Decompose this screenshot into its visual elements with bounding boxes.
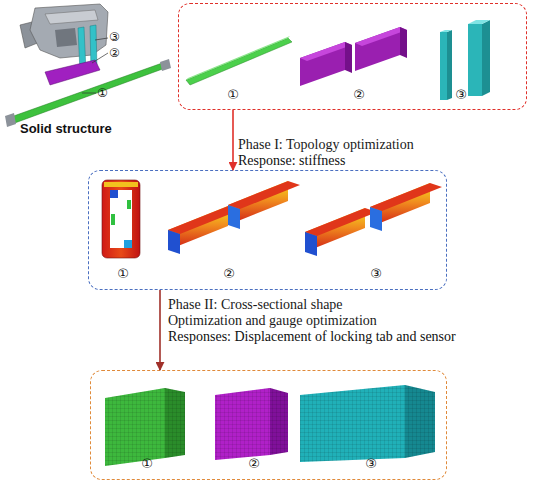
cyan-column-top xyxy=(468,20,490,24)
part-number: ① xyxy=(117,267,129,281)
purple-bar-top xyxy=(300,42,352,61)
structure-title: Solid structure xyxy=(20,121,112,136)
mesh-grid xyxy=(405,385,435,458)
cyan-column-side xyxy=(447,30,452,100)
cyan-column-side xyxy=(482,20,490,96)
purple-bar-end xyxy=(345,42,352,73)
green-bar-top xyxy=(186,36,290,80)
mesh-grid xyxy=(300,385,405,462)
density-spot xyxy=(124,240,132,248)
section-edge xyxy=(104,182,138,187)
part-number: ③ xyxy=(365,457,377,471)
phase-response: Responses: Displacement of locking tab a… xyxy=(168,329,456,345)
density-spot xyxy=(127,200,131,209)
purple-bar-top xyxy=(355,27,407,46)
part-number: ② xyxy=(248,457,260,471)
part-number: ③ xyxy=(455,88,467,102)
topo-beam-end xyxy=(168,230,180,254)
leader-line xyxy=(82,93,96,94)
mesh-grid xyxy=(105,388,165,466)
phase-output-box: ① ② ③ xyxy=(90,370,447,480)
phase-response: Response: stiffness xyxy=(238,153,345,169)
mesh-beam-side xyxy=(270,388,288,455)
topology-results xyxy=(102,180,442,258)
phase-label: Phase I: Topology optimization xyxy=(238,137,414,153)
solid-structure-illustration xyxy=(5,4,171,127)
frame-detail xyxy=(45,10,98,24)
mesh-beam-side xyxy=(165,388,185,458)
meshed-results xyxy=(105,385,435,466)
density-spot xyxy=(110,190,118,198)
topo-beam-end xyxy=(228,205,240,229)
flow-arrow xyxy=(159,290,161,370)
topo-beam-top xyxy=(168,206,240,234)
section-frame xyxy=(102,180,140,258)
callout-number: ① xyxy=(97,86,108,100)
density-spot xyxy=(111,214,115,225)
purple-bar-end xyxy=(400,27,407,58)
flow-arrow xyxy=(232,110,234,170)
mesh-beam xyxy=(215,388,270,460)
topo-beam-end xyxy=(370,207,382,231)
mesh-grid xyxy=(215,388,270,460)
bar-end-cap xyxy=(5,113,16,127)
part-number: ① xyxy=(227,88,239,102)
part-number: ③ xyxy=(370,267,382,281)
topo-beam-end xyxy=(305,232,317,256)
green-bar xyxy=(186,38,292,85)
cyan-column-top xyxy=(440,30,452,32)
crossbar-part xyxy=(45,60,100,85)
cyan-column xyxy=(468,24,482,96)
callout-number: ② xyxy=(109,46,120,60)
part-number: ② xyxy=(353,88,365,102)
callout-number: ③ xyxy=(109,30,120,44)
topo-beam-top xyxy=(305,208,377,236)
part-number: ① xyxy=(141,457,153,471)
leader-line xyxy=(95,38,108,40)
mesh-grid xyxy=(165,388,185,458)
topo-beam-top xyxy=(370,183,442,211)
bar-end-cap xyxy=(160,59,171,71)
frame-detail xyxy=(55,28,77,47)
part-number: ② xyxy=(223,267,235,281)
mesh-grid xyxy=(270,388,288,455)
phase-result-box: ① ② ③ xyxy=(88,170,447,290)
mesh-beam xyxy=(300,385,405,462)
mesh-beam-side xyxy=(405,385,435,458)
long-bar-part xyxy=(8,62,168,124)
cyan-column xyxy=(440,32,447,100)
mesh-beam xyxy=(105,388,165,466)
phase-label: Phase II: Cross-sectional shape Optimiza… xyxy=(168,297,413,329)
section-hollow xyxy=(110,190,132,248)
leader-line xyxy=(92,53,108,63)
phase-input-box: ① ② ③ xyxy=(178,3,527,110)
topo-beam-top xyxy=(228,181,300,209)
